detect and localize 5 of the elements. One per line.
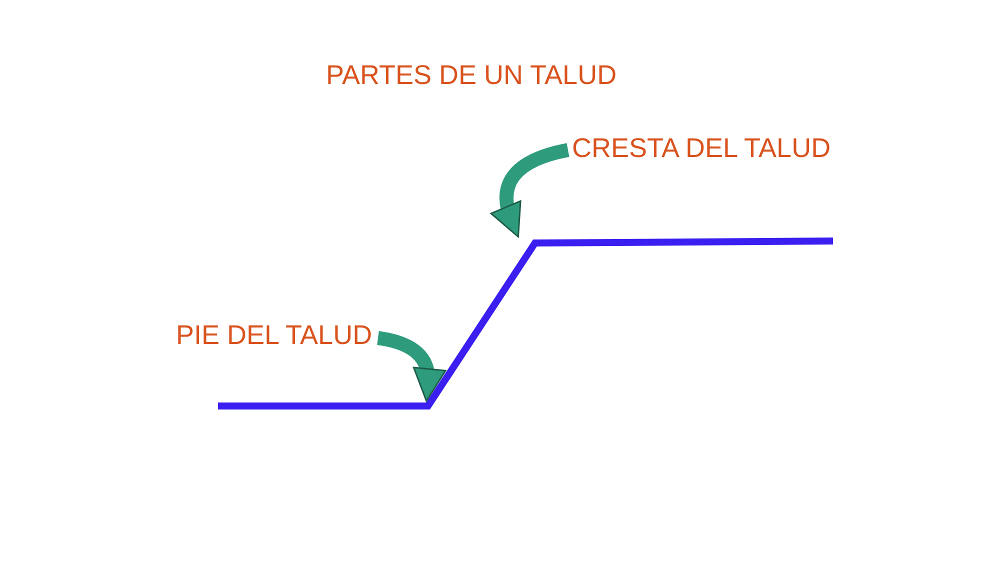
curved-arrow (490, 143, 570, 238)
curved-arrow (376, 331, 446, 402)
crest-label: CRESTA DEL TALUD (572, 135, 831, 162)
diagram-title: PARTES DE UN TALUD (326, 62, 617, 89)
toe-label: PIE DEL TALUD (176, 322, 372, 349)
